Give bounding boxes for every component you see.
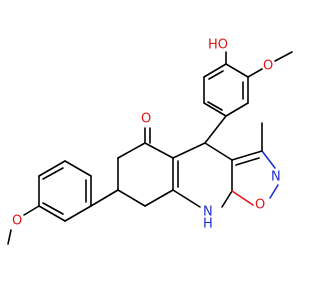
c7-aryl-bond xyxy=(90,189,119,207)
isoxazole-nitrogen-label: N xyxy=(271,170,281,185)
methoxy-top-bond-2 xyxy=(274,51,293,62)
methoxy-top-bond-1 xyxy=(247,68,263,78)
cyclohexanone-ring xyxy=(117,142,174,207)
methoxy-bottom-bond-2 xyxy=(7,229,12,245)
amine-hydrogen-label: H xyxy=(203,217,213,232)
ketone-oxygen-label: O xyxy=(141,112,151,127)
hydroxyl-label: HO xyxy=(208,38,228,53)
lower-phenyl-ring xyxy=(38,160,92,222)
isoxazole-ring xyxy=(231,150,279,206)
methoxy-bottom-bond-1 xyxy=(23,205,40,216)
amine-nitrogen-label: N xyxy=(203,205,213,220)
isoxazole-oxygen-label: O xyxy=(255,198,265,213)
central-pyridine-ring xyxy=(172,142,233,208)
methoxy-top-oxygen-label: O xyxy=(263,59,273,74)
molecule-structure-diagram: HO O N O N H xyxy=(7,38,293,245)
upper-phenyl-ring xyxy=(203,63,249,117)
c4-aryl-bond xyxy=(204,115,227,144)
methoxy-bottom-oxygen-label: O xyxy=(12,214,22,229)
